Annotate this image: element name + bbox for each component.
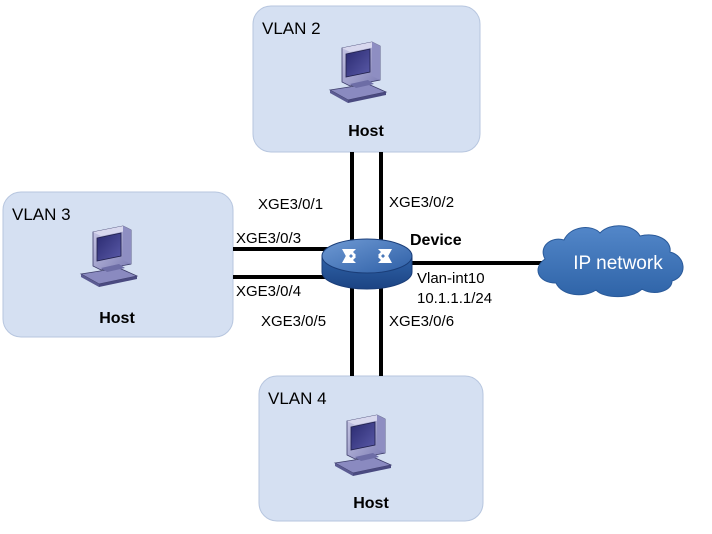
vlan2-host-label: Host <box>348 123 384 140</box>
vlan4-host-label: Host <box>353 495 389 512</box>
vlan3-title: VLAN 3 <box>12 205 71 224</box>
links <box>233 152 545 376</box>
device-name: Device <box>410 232 462 249</box>
vlan2-title: VLAN 2 <box>262 19 321 38</box>
vlan3-host-label: Host <box>99 310 135 327</box>
port-label-xge3-0-4: XGE3/0/4 <box>236 283 301 300</box>
port-label-xge3-0-5: XGE3/0/5 <box>261 313 326 330</box>
port-label-xge3-0-6: XGE3/0/6 <box>389 313 454 330</box>
ip-network-cloud <box>537 225 684 298</box>
port-label-xge3-0-1: XGE3/0/1 <box>258 196 323 213</box>
vlan4-title: VLAN 4 <box>268 389 327 408</box>
device-ip: 10.1.1.1/24 <box>417 290 492 307</box>
port-label-xge3-0-3: XGE3/0/3 <box>236 230 301 247</box>
port-label-xge3-0-2: XGE3/0/2 <box>389 194 454 211</box>
ip-network-label: IP network <box>573 253 663 274</box>
device-interface: Vlan-int10 <box>417 270 485 287</box>
switch-icon <box>321 238 413 290</box>
